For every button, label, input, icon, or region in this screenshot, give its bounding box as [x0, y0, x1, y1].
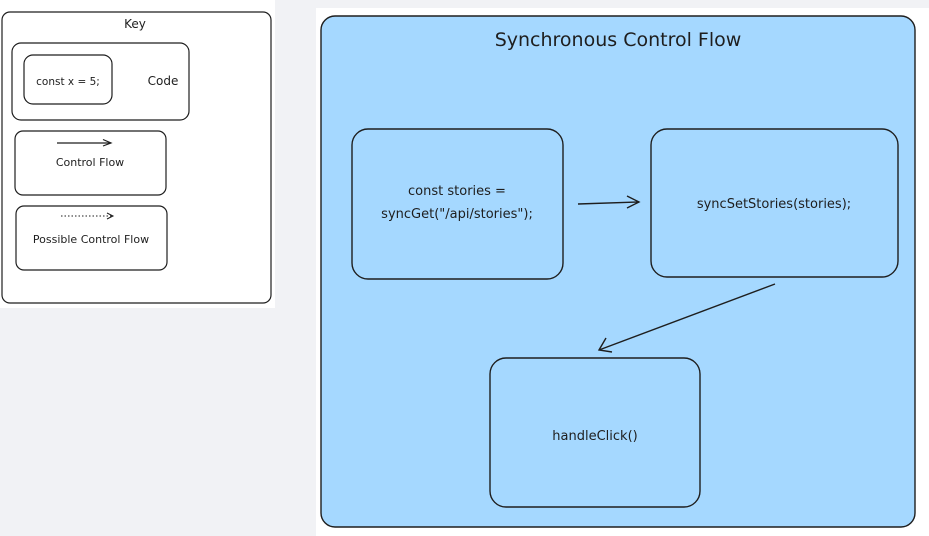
node-handle-click — [489, 357, 701, 508]
key-code-label: Code — [148, 74, 179, 88]
key-solid-arrow-head — [102, 138, 113, 147]
key-image: Key const x = 5; Code Control Flow Possi… — [0, 0, 275, 308]
key-title: Key — [124, 17, 146, 31]
node-sync-set-stories-text: syncSetStories(stories); — [697, 197, 851, 212]
arrow-set-to-click-head — [597, 337, 613, 353]
node-sync-get — [351, 128, 564, 280]
diagram-title: Synchronous Control Flow — [495, 29, 742, 51]
arrow-set-to-click — [598, 283, 776, 351]
node-sync-get-line2: syncGet("/api/stories"); — [381, 207, 533, 222]
key-svg: Key const x = 5; Code Control Flow Possi… — [1, 11, 272, 304]
node-handle-click-text: handleClick() — [552, 429, 637, 444]
key-possible-flow-label: Possible Control Flow — [33, 233, 149, 246]
flow-svg: Synchronous Control Flow const stories =… — [320, 15, 916, 528]
key-dashed-arrow-head — [106, 212, 115, 220]
key-control-flow-item — [14, 130, 167, 196]
node-sync-set-stories — [650, 128, 899, 278]
arrow-get-to-set — [577, 201, 640, 205]
key-control-flow-label: Control Flow — [56, 156, 124, 169]
flow-diagram-image: Synchronous Control Flow const stories =… — [316, 8, 929, 536]
key-possible-flow-item — [15, 205, 168, 271]
key-code-box — [23, 54, 113, 105]
key-code-sample: const x = 5; — [36, 76, 100, 88]
node-sync-get-line1: const stories = — [408, 184, 506, 199]
arrow-get-to-set-head — [626, 195, 641, 209]
